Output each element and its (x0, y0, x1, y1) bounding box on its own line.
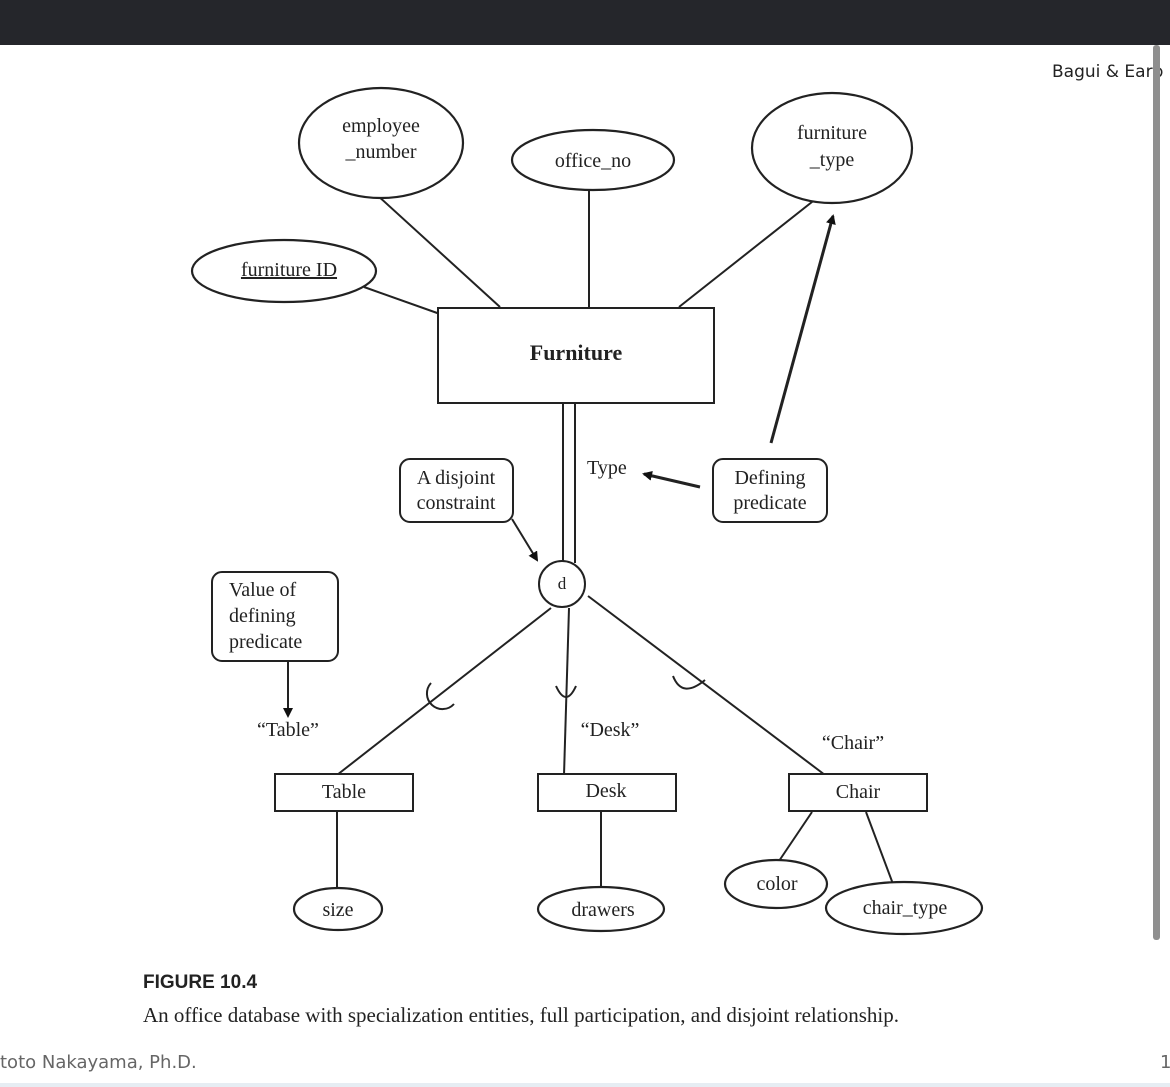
callout-disjoint-box (399, 458, 514, 523)
attribute-furniture-id (190, 238, 378, 304)
footer-page-number: 1 (1160, 1052, 1170, 1073)
connector-employee-number (375, 193, 501, 308)
callout-value-line1: Value of (229, 579, 297, 601)
attribute-size (292, 886, 384, 932)
callout-disjoint-line1: A disjoint (417, 467, 496, 489)
arrow-to-furniture-type (769, 214, 836, 444)
desk-value-label: “Desk” (581, 719, 640, 741)
disjoint-symbol: d (558, 574, 567, 593)
attribute-color-label: color (756, 873, 797, 895)
callout-defining-line1: Defining (734, 467, 805, 489)
branch-desk (563, 607, 570, 776)
header-credit: Bagui & Earp (1052, 62, 1164, 82)
subset-symbol-chair (672, 675, 706, 690)
arrow-to-type (642, 470, 701, 489)
entity-table (274, 773, 414, 812)
attribute-furniture-id-label: furniture ID (241, 259, 337, 281)
attribute-drawers (536, 885, 666, 933)
subset-symbol-desk (555, 685, 577, 698)
disjoint-circle (538, 560, 586, 608)
figure-caption: An office database with specialization e… (143, 1003, 899, 1027)
attribute-employee-number-line2: _number (344, 141, 416, 163)
branch-chair (587, 595, 826, 776)
callout-value-box (211, 571, 339, 662)
callout-defining-line2: predicate (733, 492, 806, 514)
connector-furniture-type (678, 197, 818, 308)
connector-color (778, 811, 813, 862)
type-label: Type (587, 457, 627, 479)
attribute-furniture-type-line1: furniture (797, 122, 867, 144)
entity-furniture-label: Furniture (530, 340, 623, 365)
attribute-size-label: size (322, 899, 353, 921)
table-value-label: “Table” (257, 719, 319, 741)
attribute-employee-number (297, 86, 465, 200)
figure-title: FIGURE 10.4 (143, 972, 258, 993)
chair-value-label: “Chair” (822, 732, 884, 754)
arrow-to-disjoint (511, 518, 539, 562)
subset-symbol-table (426, 682, 455, 711)
connector-chair-type (865, 811, 894, 885)
entity-desk (537, 773, 677, 812)
bottom-border (0, 1083, 1170, 1087)
callout-value-line2: defining (229, 605, 296, 627)
callout-value-line3: predicate (229, 631, 302, 653)
callout-defining-box (712, 458, 828, 523)
attribute-chair-type-label: chair_type (863, 897, 948, 919)
attribute-office-no (510, 128, 676, 192)
attribute-color (723, 858, 829, 910)
vertical-scrollbar[interactable] (1153, 45, 1160, 940)
attribute-furniture-type (750, 91, 914, 205)
entity-furniture (437, 307, 715, 404)
entity-desk-label: Desk (585, 780, 626, 802)
entity-table-label: Table (322, 781, 366, 803)
attribute-employee-number-line1: employee (342, 115, 420, 137)
connector-furniture-id (363, 286, 441, 315)
attribute-chair-type (824, 880, 984, 936)
top-bar (0, 0, 1170, 45)
footer-author: toto Nakayama, Ph.D. (0, 1052, 197, 1073)
entity-chair (788, 773, 928, 812)
attribute-drawers-label: drawers (571, 899, 635, 921)
attribute-office-no-label: office_no (555, 150, 631, 172)
branch-table (336, 607, 552, 776)
entity-chair-label: Chair (836, 781, 881, 803)
callout-disjoint-line2: constraint (417, 492, 496, 514)
attribute-furniture-type-line2: _type (809, 149, 855, 171)
